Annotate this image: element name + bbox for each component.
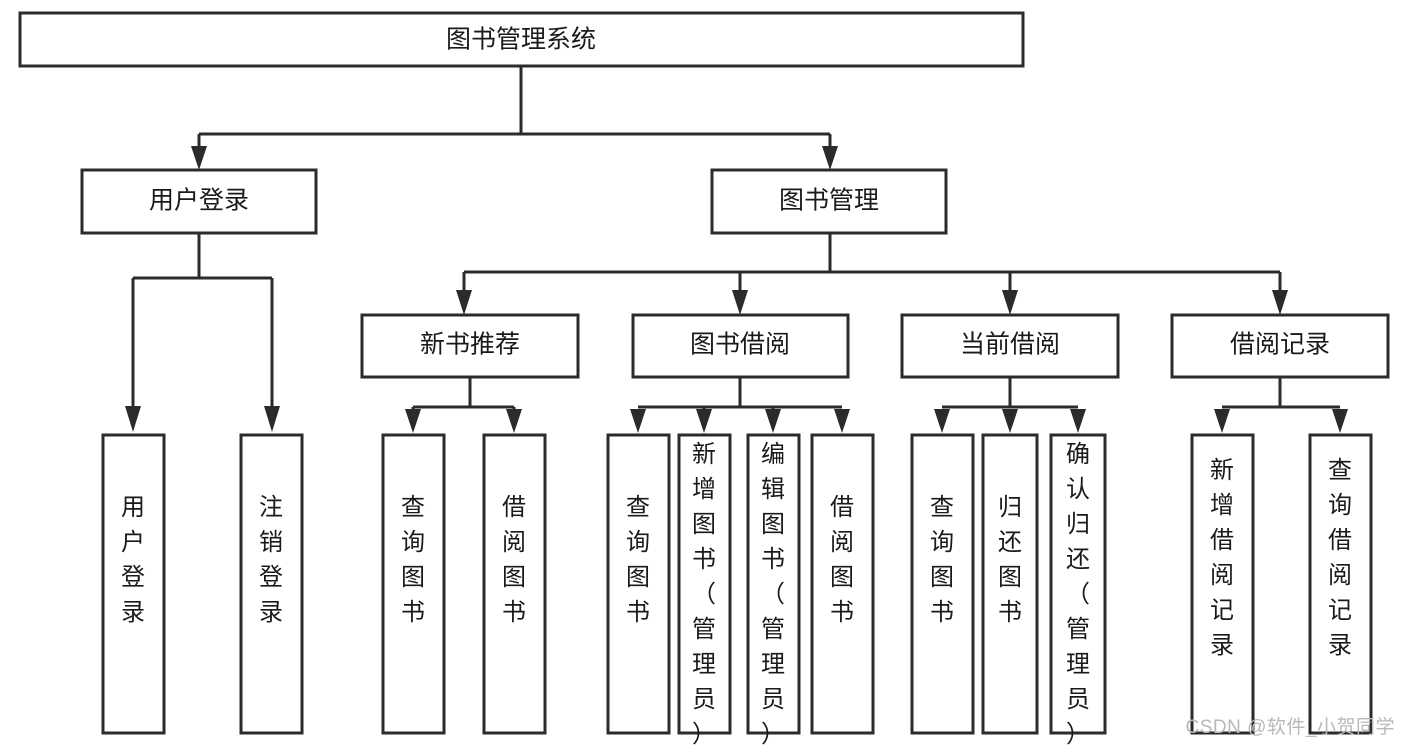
arrow-head-leaf-current-borrow-0 [934, 409, 950, 433]
node-book-borrow-label: 图书借阅 [690, 331, 790, 359]
arrow-head-leaf-new-book-1 [506, 409, 522, 433]
leaf-label-current-borrow-1: 归还图书 [998, 494, 1022, 626]
node-book-borrow[interactable]: 图书借阅 [631, 313, 850, 379]
node-book-management[interactable]: 图书管理 [710, 168, 948, 235]
leaf-label-book-borrow-1: 新增图书（管理员） [692, 441, 716, 747]
leaf-box-borrow-record-0[interactable] [1190, 433, 1255, 735]
leaf-node[interactable]: 查询借阅记录 [1308, 433, 1373, 735]
leaf-box-book-borrow-3[interactable] [810, 433, 875, 735]
leaf-label-borrow-record-1: 查询借阅记录 [1328, 457, 1352, 659]
node-current-borrow[interactable]: 当前借阅 [900, 313, 1120, 379]
leaf-node[interactable]: 用户登录 [101, 433, 166, 735]
node-user-login[interactable]: 用户登录 [80, 168, 318, 235]
leaf-label-user-login-0: 用户登录 [121, 494, 145, 626]
arrow-head-leaf-borrow-record-1 [1332, 409, 1348, 433]
node-new-book-recommend-label: 新书推荐 [420, 331, 520, 359]
leaf-box-new-book-1[interactable] [482, 433, 547, 735]
leaf-box-borrow-record-1[interactable] [1308, 433, 1373, 735]
leaf-box-user-login-1[interactable] [239, 433, 304, 735]
leaf-label-borrow-record-0: 新增借阅记录 [1210, 457, 1234, 659]
leaf-node[interactable]: 查询图书 [606, 433, 671, 735]
csdn-watermark: CSDN @软件_小贺同学 [1185, 717, 1395, 738]
leaf-node[interactable]: 归还图书 [981, 433, 1039, 735]
leaf-node[interactable]: 查询图书 [381, 433, 446, 735]
node-borrow-record-box[interactable] [1170, 313, 1390, 379]
node-user-login-box[interactable] [80, 168, 318, 235]
leaf-box-current-borrow-2[interactable] [1049, 433, 1107, 735]
arrow-head-book-mgmt [822, 146, 838, 170]
node-root-box[interactable] [18, 11, 1025, 68]
arrow-head-new-book [456, 290, 472, 315]
leaf-box-current-borrow-1[interactable] [981, 433, 1039, 735]
leaf-box-current-borrow-0[interactable] [910, 433, 975, 735]
leaf-label-current-borrow-2: 确认归还（管理员） [1066, 441, 1090, 747]
arrow-head-leaf-current-borrow-2 [1070, 409, 1086, 433]
leaf-node[interactable]: 借阅图书 [810, 433, 875, 735]
node-user-login-label: 用户登录 [149, 187, 249, 215]
arrow-head-leaf-book-borrow-3 [834, 409, 850, 433]
leaf-box-user-login-0[interactable] [101, 433, 166, 735]
node-new-book-recommend-box[interactable] [360, 313, 580, 379]
node-current-borrow-box[interactable] [900, 313, 1120, 379]
leaf-label-user-login-1: 注销登录 [259, 494, 283, 626]
node-root[interactable]: 图书管理系统 [18, 11, 1025, 68]
node-book-borrow-box[interactable] [631, 313, 850, 379]
arrow-head-leaf-user-login-0 [125, 406, 141, 432]
arrow-head-leaf-book-borrow-0 [630, 409, 646, 433]
leaf-node[interactable]: 查询图书 [910, 433, 975, 735]
node-borrow-record[interactable]: 借阅记录 [1170, 313, 1390, 379]
node-current-borrow-label: 当前借阅 [960, 331, 1060, 359]
leaf-label-book-borrow-3: 借阅图书 [830, 494, 854, 626]
leaf-node[interactable]: 新增借阅记录 [1190, 433, 1255, 735]
arrow-head-leaf-current-borrow-1 [1002, 409, 1018, 433]
node-book-management-box[interactable] [710, 168, 948, 235]
arrow-head-current-borrow [1002, 290, 1018, 315]
leaf-node[interactable]: 编辑图书（管理员） [746, 433, 801, 747]
arrow-head-leaf-user-login-1 [264, 406, 280, 432]
leaf-label-book-borrow-2: 编辑图书（管理员） [761, 441, 785, 747]
arrow-head-borrow-record [1272, 290, 1288, 315]
arrow-head-leaf-book-borrow-1 [696, 409, 712, 433]
node-new-book-recommend[interactable]: 新书推荐 [360, 313, 580, 379]
arrow-head-user-login [191, 146, 207, 170]
arrow-head-leaf-book-borrow-2 [765, 409, 781, 433]
leaf-box-book-borrow-1[interactable] [677, 433, 732, 735]
arrow-head-book-borrow [732, 290, 748, 315]
leaf-label-current-borrow-0: 查询图书 [930, 494, 954, 626]
leaf-box-new-book-0[interactable] [381, 433, 446, 735]
arrow-head-leaf-borrow-record-0 [1214, 409, 1230, 433]
node-book-management-label: 图书管理 [779, 187, 879, 215]
leaf-node[interactable]: 借阅图书 [482, 433, 547, 735]
leaf-label-new-book-0: 查询图书 [401, 494, 425, 626]
node-borrow-record-label: 借阅记录 [1230, 331, 1330, 359]
arrow-head-leaf-new-book-0 [405, 409, 421, 433]
leaf-label-book-borrow-0: 查询图书 [626, 494, 650, 626]
leaf-node[interactable]: 注销登录 [239, 433, 304, 735]
leaf-label-new-book-1: 借阅图书 [502, 494, 526, 626]
node-root-label: 图书管理系统 [446, 26, 596, 54]
leaf-box-book-borrow-2[interactable] [746, 433, 801, 735]
leaf-node[interactable]: 确认归还（管理员） [1049, 433, 1107, 747]
connector-layer [125, 66, 1348, 433]
leaf-node[interactable]: 新增图书（管理员） [677, 433, 732, 747]
leaf-box-book-borrow-0[interactable] [606, 433, 671, 735]
